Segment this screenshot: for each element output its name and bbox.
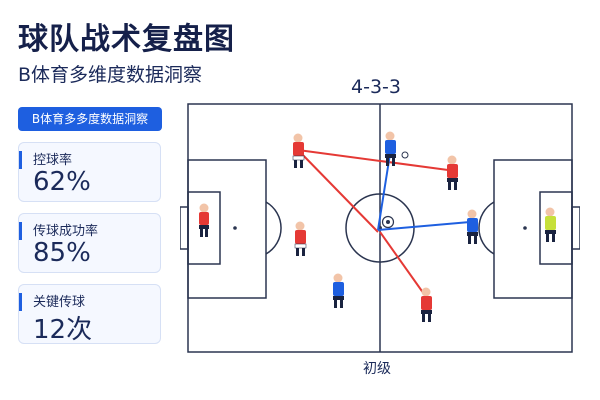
pass-line xyxy=(379,231,425,295)
player-blue-1 xyxy=(385,131,396,166)
stat-card-pass-accuracy: 传球成功率 85% xyxy=(18,213,161,273)
stat-value-possession: 62% xyxy=(33,167,91,197)
stat-label-pass-accuracy: 传球成功率 xyxy=(33,224,99,239)
formation-label: 4-3-3 xyxy=(351,76,401,98)
player-red-2 xyxy=(294,221,307,256)
player-red-4 xyxy=(421,287,432,322)
stat-accent-bar xyxy=(19,293,22,311)
player-red-1 xyxy=(292,133,305,168)
player-red-left-back xyxy=(199,203,209,237)
player-goalkeeper xyxy=(545,207,556,242)
ball xyxy=(381,215,395,229)
stat-label-key-passes: 关键传球 xyxy=(33,295,86,310)
stats-panel-header: B体育多多度数据洞察 xyxy=(18,107,162,131)
right-penalty-arc xyxy=(478,201,495,255)
pass-line xyxy=(377,221,471,231)
page-subtitle: B体育多维度数据洞察 xyxy=(18,64,203,86)
stat-accent-bar xyxy=(19,151,22,169)
stat-label-possession: 控球率 xyxy=(33,153,73,168)
player-red-3 xyxy=(447,155,458,190)
right-goal xyxy=(571,206,581,250)
level-label: 初级 xyxy=(363,361,391,377)
page-title: 球队战术复盘图 xyxy=(18,22,235,57)
stat-accent-bar xyxy=(19,222,22,240)
pass-line xyxy=(297,149,379,233)
tactics-pitch xyxy=(179,102,581,358)
pass-line xyxy=(297,149,449,171)
left-penalty-spot xyxy=(233,226,237,230)
stat-card-possession: 控球率 62% xyxy=(18,142,161,202)
stat-value-pass-accuracy: 85% xyxy=(33,238,91,268)
left-penalty-arc xyxy=(265,201,282,255)
stat-card-key-passes: 关键传球 12次 xyxy=(18,284,161,345)
right-penalty-spot xyxy=(523,226,527,230)
stat-value-key-passes: 12次 xyxy=(33,315,93,345)
pass-line xyxy=(377,153,391,231)
left-goal xyxy=(179,206,189,250)
player-blue-3 xyxy=(333,273,344,308)
center-circle xyxy=(345,193,415,263)
player-blue-2 xyxy=(467,209,478,244)
ball-secondary xyxy=(401,151,409,159)
